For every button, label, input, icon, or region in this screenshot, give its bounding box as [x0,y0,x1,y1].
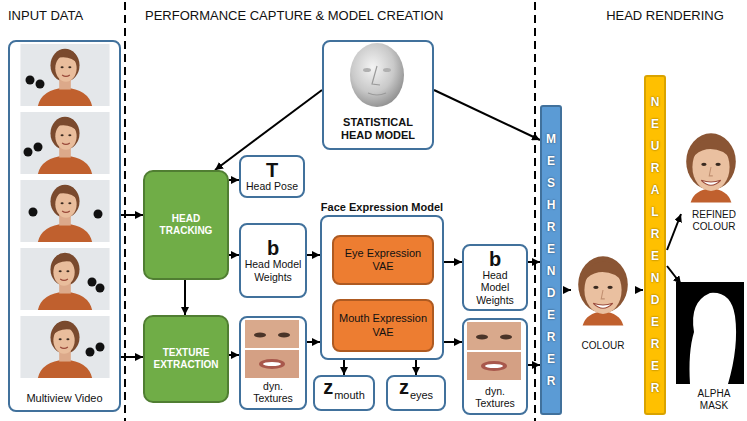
node-text: dyn. Textures [467,385,523,409]
arrow-connector [229,354,239,356]
section-divider [534,2,536,421]
data-box: THead Pose [239,155,305,198]
data-box: dyn. Textures [462,318,528,415]
arrow-connector [528,261,540,263]
renderer-bar: NEURAL RENDERER [644,75,666,415]
arrow-connector [415,360,417,375]
node-text: HEAD TRACKING [149,213,223,238]
refined-render [686,133,736,202]
node-text: Head Model Weights [467,269,523,305]
section-heading: PERFORMANCE CAPTURE & MODEL CREATION [145,8,530,24]
data-box: bHead Model Weights [462,244,528,311]
node-text: Head Model Weights [244,258,302,282]
section-divider [124,2,126,421]
renderer-bar: MESH RENDERER [540,105,562,415]
arrow-connector [444,261,462,263]
node-text: z [399,377,409,397]
image-caption: REFINED COLOUR [684,209,744,233]
texture-image [467,322,521,380]
arrow-connector [229,254,239,256]
video-frames [20,44,109,378]
arrow-connector [121,214,143,216]
arrow-connector [434,90,540,140]
arrow-connector [121,356,143,358]
node-text: Mouth Expression VAE [338,312,428,338]
vae-box: Eye Expression VAE [332,235,434,285]
node-text: mouth [334,389,365,401]
arrow-connector [229,179,239,181]
arrow-connector [184,280,186,315]
image-caption: ALPHA MASK [684,388,744,412]
arrow-connector [307,341,320,343]
node-text: eyes [410,389,433,401]
arrow-connector [528,364,540,366]
group-box: Face Expression ModelEye Expression VAEM… [320,215,444,360]
vae-box: Mouth Expression VAE [332,299,434,352]
model-box: STATISTICAL HEAD MODEL [322,40,434,150]
alpha-mask-image [676,282,744,384]
head-model-mesh [350,43,404,107]
section-heading: INPUT DATA [8,8,123,24]
node-text: Head Pose [246,180,298,192]
node-text: MESH RENDERER [545,128,557,392]
section-heading: HEAD RENDERING [590,8,740,24]
input-panel: Multiview Video [8,40,121,412]
latent-box: zmouth [313,375,375,411]
arrow-connector [307,254,320,256]
node-text: Eye Expression VAE [338,247,428,273]
node-text: STATISTICAL HEAD MODEL [330,116,426,142]
texture-image [245,320,299,378]
image-caption: COLOUR [566,340,640,352]
colour-render [578,256,628,325]
process-box: HEAD TRACKING [143,170,229,280]
node-text: T [266,160,278,180]
node-text: dyn. Textures [244,380,302,404]
node-text: b [267,238,279,258]
node-text: NEURAL RENDERER [649,91,661,399]
arrow-connector [343,360,345,375]
latent-box: zeyes [386,375,446,411]
node-text: TEXTURE EXTRACTION [149,347,223,372]
process-box: TEXTURE EXTRACTION [143,315,229,403]
node-text: Multiview Video [26,392,102,405]
node-text: b [489,249,501,269]
arrow-connector [444,341,462,343]
node-text: z [323,377,333,397]
group-heading: Face Expression Model [321,201,443,214]
data-box: bHead Model Weights [239,223,307,298]
data-box: dyn. Textures [239,316,307,410]
arrow-connector [215,90,322,170]
